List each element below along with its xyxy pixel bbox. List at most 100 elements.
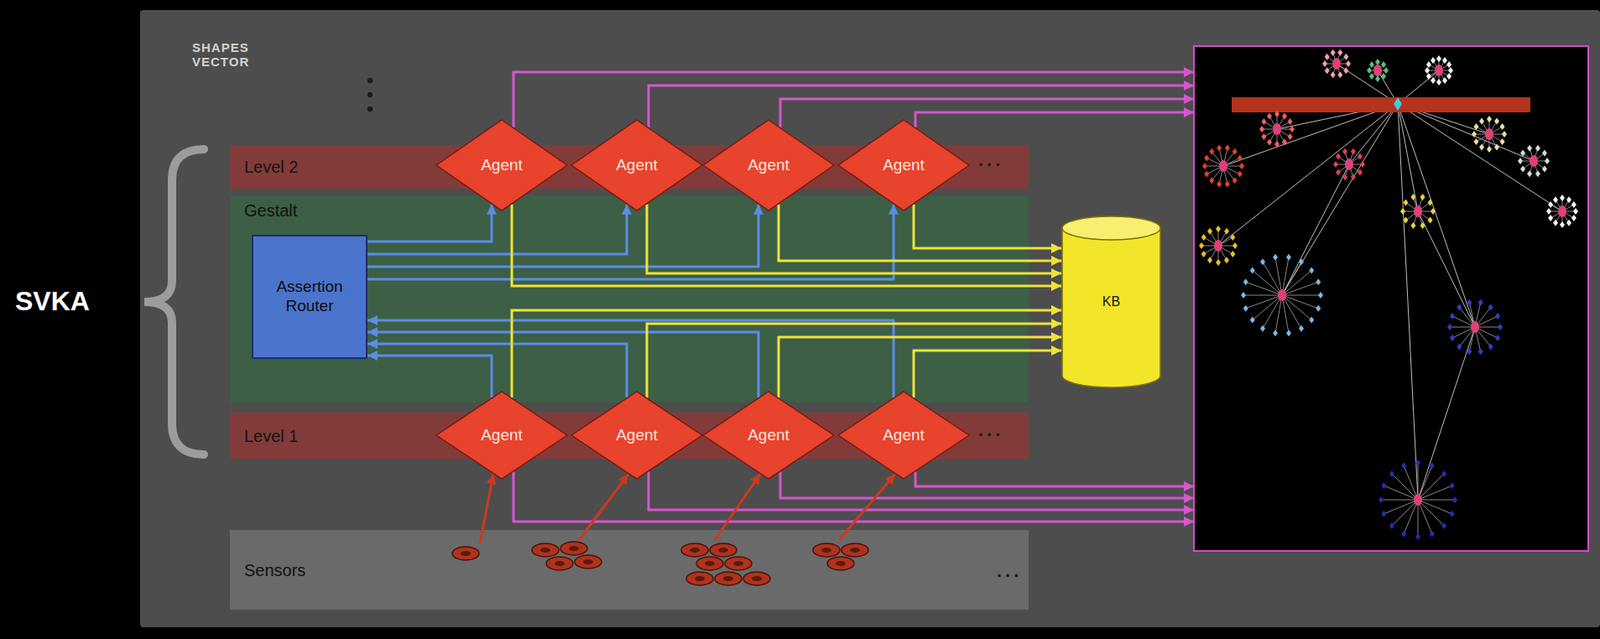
tree-link: [1397, 104, 1563, 212]
cluster-leaf: [1573, 208, 1579, 215]
cluster-leaf: [1495, 312, 1501, 320]
cluster-leaf: [1369, 72, 1375, 80]
cluster-leaf: [1201, 250, 1207, 258]
cluster-leaf: [1544, 157, 1550, 165]
output-arrow: [780, 99, 1194, 128]
cluster-leaf: [1473, 123, 1479, 131]
system-label: SVKA: [15, 286, 90, 317]
cluster-leaf: [1308, 317, 1314, 324]
cluster-leaf: [1517, 157, 1523, 165]
sensor-core: [689, 547, 700, 553]
cluster-leaf: [1282, 112, 1288, 120]
node-cluster: [1333, 148, 1366, 181]
cluster-leaf: [1330, 71, 1336, 79]
cluster-leaf: [1535, 170, 1541, 178]
sensor-core: [849, 547, 860, 553]
level-band: AgentAgentAgentAgentLevel 2: [229, 145, 1029, 189]
cluster-leaf: [1566, 219, 1572, 227]
cluster-leaf: [1497, 323, 1503, 331]
cluster-link: [1282, 295, 1319, 309]
sensor-cell: [531, 543, 559, 558]
sensor-arrow: [479, 474, 494, 544]
cluster-leaf: [1202, 162, 1208, 170]
cluster-leaf: [1410, 193, 1416, 201]
cluster-leaf: [1429, 462, 1435, 470]
node-cluster: [1259, 110, 1295, 148]
cluster-leaf: [1203, 154, 1210, 162]
cluster-leaf: [1389, 470, 1395, 478]
cluster-leaf: [1428, 217, 1434, 225]
label-box: ...: [978, 419, 1004, 441]
cluster-link: [1262, 295, 1283, 329]
cluster-leaf: [1495, 334, 1501, 342]
cluster-leaf: [1289, 125, 1295, 133]
cluster-leaf: [1442, 57, 1448, 64]
cluster-leaf: [1449, 510, 1455, 518]
cluster-leaf: [1478, 299, 1484, 307]
agent-diamond: Agent: [570, 390, 704, 480]
panel-title: SHAPES VECTOR: [192, 40, 270, 70]
cluster-leaf: [1207, 256, 1213, 264]
sensor-cell: [546, 557, 574, 571]
output-arrow: [648, 472, 1194, 511]
cluster-leaf: [1243, 305, 1249, 313]
cluster-leaf: [1232, 148, 1238, 156]
region-fill: [229, 530, 1029, 610]
cluster-leaf: [1237, 154, 1243, 162]
cluster-leaf: [1240, 291, 1246, 299]
agent-diamond: Agent: [702, 119, 835, 212]
cluster-center: [1413, 494, 1423, 506]
node-cluster: [1546, 194, 1579, 229]
node-cluster: [1322, 49, 1351, 79]
cluster-leaf: [1274, 110, 1280, 118]
cluster-leaf: [1479, 144, 1485, 152]
agent-diamond: Agent: [702, 390, 835, 480]
cluster-leaf: [1298, 325, 1304, 333]
cluster-leaf: [1402, 217, 1408, 225]
agent-label: Agent: [747, 156, 790, 176]
diamond-shape: [571, 119, 703, 211]
assertion-router-box: Assertion Router: [251, 234, 368, 360]
sensor-core: [704, 561, 715, 567]
cluster-leaf: [1298, 258, 1304, 266]
cluster-leaf: [1360, 161, 1366, 168]
cluster-leaf: [1261, 133, 1267, 141]
cluster-leaf: [1441, 470, 1447, 478]
cluster-leaf: [1401, 531, 1407, 538]
cluster-leaf: [1375, 58, 1381, 66]
label-box: ...: [978, 149, 1004, 171]
tree-link: [1417, 327, 1475, 501]
ellipsis-dot: [367, 106, 373, 112]
cluster-leaf: [1266, 139, 1272, 146]
node-cluster: [1447, 299, 1503, 355]
cluster-leaf: [1224, 256, 1230, 264]
band-label: Gestalt: [244, 200, 298, 221]
node-cluster: [1424, 55, 1454, 86]
cluster-leaf: [1430, 57, 1436, 64]
highlight-bar: [1231, 97, 1531, 113]
cluster-leaf: [1237, 171, 1243, 178]
cluster-leaf: [1494, 117, 1500, 125]
agent-diamond: Agent: [435, 119, 569, 212]
agent-diamond: Agent: [435, 390, 569, 480]
cluster-leaf: [1500, 123, 1506, 131]
cluster-link: [1245, 281, 1283, 296]
node-cluster: [1198, 225, 1238, 266]
knowledge-base-cylinder: KB: [1061, 216, 1162, 388]
label-box: SVKA: [15, 286, 90, 318]
cluster-leaf: [1203, 171, 1210, 178]
cluster-leaf: [1350, 173, 1356, 181]
diamond-shape: [436, 119, 568, 211]
cluster-center: [1272, 123, 1282, 136]
cluster-link: [1252, 295, 1283, 321]
connector-arrow: [778, 337, 1062, 398]
sensor-arrow: [714, 474, 761, 541]
cluster-link: [1403, 465, 1418, 501]
cluster-leaf: [1488, 304, 1494, 312]
agent-diamond: Agent: [837, 119, 970, 212]
cluster-center: [1558, 205, 1567, 218]
cluster-leaf: [1466, 348, 1472, 355]
cluster-leaf: [1337, 49, 1343, 57]
